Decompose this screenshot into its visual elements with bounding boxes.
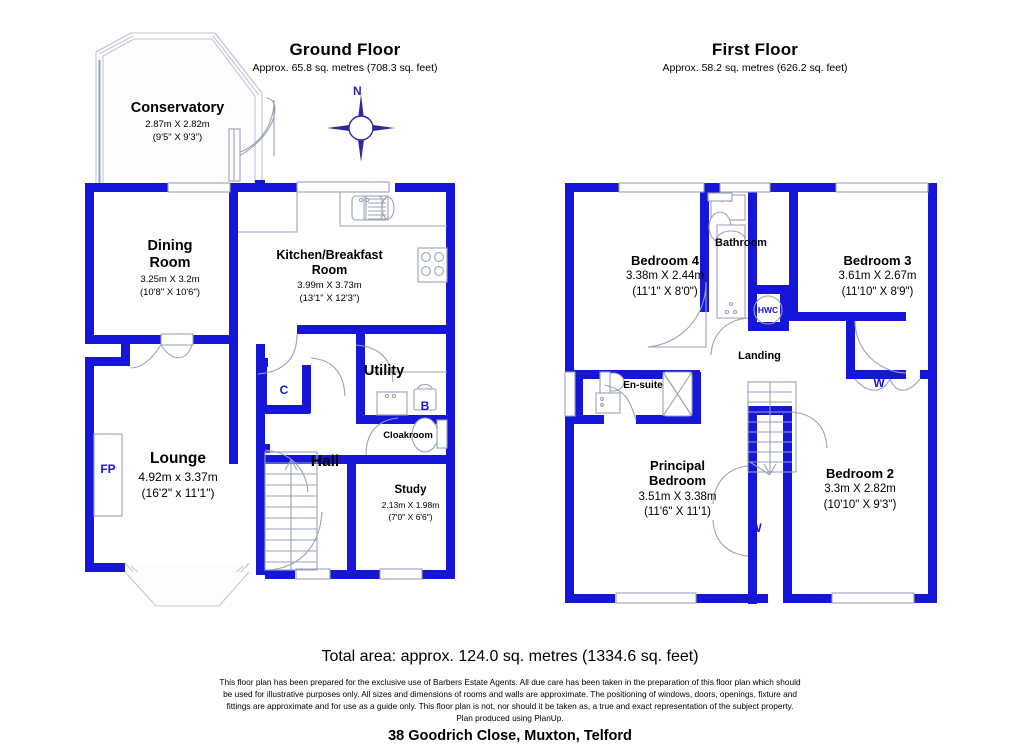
ground-floor-windows — [160, 181, 423, 580]
hot-water-cylinder-tag: HWC — [757, 305, 779, 315]
ground-floor-doors — [130, 333, 399, 571]
cloakroom-name: Cloakroom — [383, 430, 433, 441]
wardrobe-principal-tag: W — [750, 521, 762, 535]
first-floor-windows — [564, 182, 929, 604]
disclaimer: This floor plan has been prepared for th… — [160, 676, 860, 724]
ground-floor-drawing — [85, 32, 455, 607]
disclaimer-line-2: be used for illustrative purposes only. … — [223, 689, 797, 700]
bedroom-2-metric: 3.3m X 2.82m — [824, 483, 896, 496]
bedroom-4-imperial: (11'1" X 8'0") — [632, 285, 698, 298]
room-label-hall: Hall — [295, 453, 355, 471]
kitchen-metric: 3.99m X 3.73m — [297, 279, 362, 291]
ground-floor-subtitle: Approx. 65.8 sq. metres (708.3 sq. feet) — [252, 62, 438, 74]
disclaimer-line-1: This floor plan has been prepared for th… — [219, 677, 801, 687]
kitchen-name-line2: Room — [311, 262, 348, 277]
principal-bedroom-name-line2: Bedroom — [648, 473, 707, 489]
conservatory-door-frame — [228, 128, 241, 182]
conservatory-metric: 2.87m X 2.82m — [145, 119, 210, 131]
study-imperial: (7'0" X 6'6") — [388, 511, 433, 522]
room-label-study: Study 2.13m X 1.98m (7'0" X 6'6") — [358, 484, 463, 522]
cloakroom-fixtures — [376, 391, 448, 453]
lounge-imperial: (16'2" x 11'1") — [141, 486, 215, 501]
landing-name: Landing — [738, 350, 781, 362]
principal-bedroom-imperial: (11'6" X 11'1) — [644, 506, 711, 519]
study-metric: 2.13m X 1.98m — [381, 499, 440, 510]
utility-name: Utility — [363, 363, 405, 379]
first-floor-doors — [604, 281, 921, 557]
ground-floor-stairs — [264, 451, 318, 571]
ground-floor-title: Ground Floor — [289, 40, 401, 59]
conservatory-name: Conservatory — [130, 100, 225, 116]
room-label-bedroom-4: Bedroom 4 3.38m X 2.44m (11'1" X 8'0") — [590, 253, 740, 299]
bedroom-4-metric: 3.38m X 2.44m — [626, 270, 704, 283]
ground-floor-walls — [85, 183, 455, 579]
en-suite-name: En-suite — [623, 380, 663, 391]
compass-rose: N — [325, 84, 397, 168]
wardrobe-bedroom3-tag: W — [873, 376, 885, 390]
dining-room-imperial: (10'8" X 10'6") — [139, 287, 200, 299]
room-label-lounge: Lounge 4.92m x 3.37m (16'2" x 11'1") — [108, 450, 248, 501]
principal-bedroom-metric: 3.51m X 3.38m — [638, 490, 717, 503]
kitchen-imperial: (13'1" X 12'3") — [299, 292, 360, 304]
fireplace — [93, 433, 123, 517]
lounge-metric: 4.92m x 3.37m — [138, 470, 218, 485]
first-floor-title: First Floor — [711, 40, 799, 59]
kitchen-name-line1: Kitchen/Breakfast — [276, 248, 383, 262]
lounge-bay-window — [124, 562, 250, 607]
principal-bedroom-name-line1: Principal — [650, 458, 705, 473]
room-label-utility: Utility — [348, 363, 420, 380]
lounge-name: Lounge — [150, 450, 206, 467]
bedroom-4-name: Bedroom 4 — [631, 253, 699, 268]
disclaimer-line-4: Plan produced using PlanUp. — [456, 713, 564, 724]
utility-fixtures — [365, 371, 447, 411]
bathroom-fixtures — [707, 192, 746, 319]
disclaimer-line-3: fittings are approximate and for use as … — [226, 701, 794, 712]
first-floor-stairs — [747, 381, 797, 476]
hot-water-cylinder-circle — [753, 295, 783, 325]
hall-name: Hall — [310, 453, 340, 470]
dining-room-name-line1: Dining — [147, 238, 193, 254]
dining-room-name-line2: Room — [149, 255, 191, 272]
boiler-tag: B — [420, 399, 430, 413]
room-label-cloakroom: Cloakroom — [372, 430, 444, 441]
room-label-bedroom-2: Bedroom 2 3.3m X 2.82m (10'10" X 9'3") — [785, 466, 935, 512]
bedroom-2-imperial: (10'10" X 9'3") — [823, 498, 897, 511]
compass-north-label: N — [353, 84, 362, 98]
bedroom-2-name: Bedroom 2 — [826, 466, 894, 481]
conservatory-imperial: (9'5" X 9'3") — [152, 132, 203, 144]
bedroom-3-metric: 3.61m X 2.67m — [838, 270, 917, 283]
cupboard-tag: C — [279, 383, 289, 397]
bathroom-name: Bathroom — [715, 237, 767, 249]
total-area: Total area: approx. 124.0 sq. metres (13… — [321, 648, 699, 665]
kitchen-fixtures — [238, 192, 448, 283]
ensuite-fixtures — [595, 371, 693, 417]
room-label-dining-room: Dining Room 3.25m X 3.2m (10'8" X 10'6") — [105, 238, 235, 299]
property-address: 38 Goodrich Close, Muxton, Telford — [388, 728, 632, 744]
room-label-landing: Landing — [722, 350, 797, 363]
bedroom-3-imperial: (11'10" X 8'9") — [841, 285, 914, 298]
room-label-bedroom-3: Bedroom 3 3.61m X 2.67m (11'10" X 8'9") — [800, 253, 955, 299]
room-label-bathroom: Bathroom — [700, 237, 782, 250]
fireplace-tag: FP — [100, 462, 116, 476]
first-floor-drawing — [564, 182, 937, 604]
dining-room-metric: 3.25m X 3.2m — [140, 274, 200, 286]
room-label-kitchen-breakfast-room: Kitchen/Breakfast Room 3.99m X 3.73m (13… — [262, 248, 397, 304]
room-label-conservatory: Conservatory 2.87m X 2.82m (9'5" X 9'3") — [95, 100, 260, 144]
study-name: Study — [394, 484, 427, 496]
room-label-principal-bedroom: Principal Bedroom 3.51m X 3.38m (11'6" X… — [600, 458, 755, 520]
first-floor-subtitle: Approx. 58.2 sq. metres (626.2 sq. feet) — [662, 62, 848, 74]
bedroom-3-name: Bedroom 3 — [843, 253, 912, 268]
room-label-en-suite: En-suite — [612, 380, 674, 392]
